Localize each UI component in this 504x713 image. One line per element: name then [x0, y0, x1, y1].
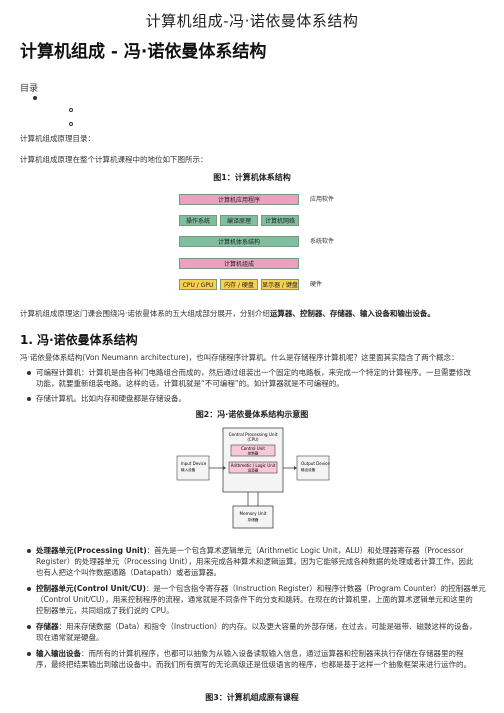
term: 存储器 [36, 622, 59, 631]
figure-1-caption: 图1：计算机体系结构 [213, 173, 291, 182]
system-software-label: 系统软件 [310, 238, 335, 245]
cpu-sub: (CPU) [247, 437, 259, 442]
term: 输入输出设备 [36, 649, 81, 658]
document-title: 计算机组成-冯·诺依曼体系结构 [145, 12, 359, 30]
output-label: Output Device [301, 461, 330, 466]
output-arrowhead [294, 466, 297, 470]
list-item-storage: 存储器：用来存储数据（Data）和指令（Instruction）的内存。以及更大… [27, 621, 486, 643]
apps-box: 计算机应用程序 [179, 194, 299, 205]
cpu-block [222, 427, 284, 493]
list-line: ：而所有的计算机程序，也都可以抽象为从输入设备读取输入信息，通过运算器和控制器来… [81, 649, 464, 658]
toc-bullet[interactable] [33, 96, 37, 100]
hardware-label: 硬件 [310, 281, 323, 288]
memory-unit-block [232, 505, 274, 529]
bullet [27, 371, 31, 375]
term: 处理器单元(Processing Unit) [36, 546, 147, 555]
list-item-processing: 处理器单元(Processing Unit)：首先是一个包含算术逻辑单元（Ari… [27, 545, 486, 578]
list-line: 也有人把这个叫作数据通路（Datapath）或者运算器。 [36, 568, 221, 577]
control-unit-block [230, 444, 276, 457]
cu-label: Control Unit [241, 446, 265, 451]
von-neumann-diagram: Central Processing Unit (CPU) Control Un… [176, 427, 330, 529]
list-line: 现在通常就是硬盘。 [36, 633, 104, 642]
list-line: Register）的处理器单元（Processing Unit），用来完成各种算… [36, 557, 474, 566]
article-heading: 计算机组成 - 冯·诺依曼体系结构 [20, 42, 267, 62]
output-cn: 输出设备 [301, 467, 316, 472]
app-software-label: 应用软件 [310, 196, 335, 203]
list-item: 存储计算机。比如内存和硬盘都是存储设备。 [27, 393, 486, 404]
mem-box: 内存 / 硬盘 [220, 279, 258, 290]
bullet [27, 397, 31, 401]
list-line: ：首先是一个包含算术逻辑单元（Arithmetic Logic Unit，ALU… [146, 546, 464, 555]
list-line: ：是一个包含指令寄存器（Instruction Register）和程序计数器（… [145, 584, 486, 593]
term: 控制器单元(Control Unit/CU) [36, 584, 146, 593]
bullet [27, 625, 31, 629]
intro-line-2: 计算机组成原理在整个计算机课程中的地位如下图所示： [20, 155, 208, 164]
input-device-block [176, 455, 210, 481]
list-item: 可编程计算机：计算机是由各种门电路组合而成的，然后通过组装出一个固定的电路板，来… [27, 367, 486, 389]
input-label: Input Device [181, 461, 207, 466]
bullet [27, 652, 31, 656]
list-line: （Control Unit/CU），用来控制程序的流程，通常就是不同条件下的分支… [36, 595, 473, 604]
alu-block [228, 461, 278, 474]
list-line: 存储计算机。比如内存和硬盘都是存储设备。 [36, 394, 186, 403]
bullet [27, 549, 31, 553]
compiler-box: 编译原理 [220, 215, 258, 226]
list-item-io: 输入输出设备：而所有的计算机程序，也都可以抽象为从输入设备读取输入信息，通过运算… [27, 648, 486, 670]
memory-cn: 存储器 [248, 517, 259, 522]
list-item-control: 控制器单元(Control Unit/CU)：是一个包含指令寄存器（Instru… [27, 583, 486, 616]
network-box: 计算机网络 [261, 215, 299, 226]
output-device-block [296, 455, 330, 481]
arch-box: 计算机体系结构 [179, 236, 299, 247]
cpu-title: Central Processing Unit [229, 432, 278, 437]
alu-cn: 运算器 [248, 468, 259, 473]
memory-label: Memory Unit [240, 511, 267, 516]
figure-2-caption: 图2：冯·诺依曼体系结构示意图 [195, 410, 309, 419]
input-cn: 输入设备 [181, 467, 196, 472]
input-arrowhead [223, 466, 226, 470]
cpu-box: CPU / GPU [179, 279, 217, 290]
toc-subbullet[interactable] [69, 108, 73, 112]
list-line: 控制器单元，共同组成了我们说的 CPU。 [36, 606, 174, 615]
bullet [27, 587, 31, 591]
intro-line-1: 计算机组成原理目录： [20, 134, 95, 143]
list-line: 序，最终把结果输出到输出设备中。而我们所有撰写的无论高级还是低级语言的程序，也都… [36, 660, 471, 669]
summary-text: 计算机组成原理这门课会围绕冯·诺依曼体系的五大组成部分展开，分别介绍 [20, 309, 270, 318]
toc-subbullet[interactable] [69, 122, 73, 126]
list-line: ：用来存储数据（Data）和指令（Instruction）的内存。以及更大容量的… [58, 622, 477, 631]
alu-label: Arithmetic / Logic Unit [231, 463, 276, 468]
architecture-diagram: 计算机应用程序 应用软件 操作系统 编译原理 计算机网络 计算机体系结构 系统软… [170, 188, 370, 290]
os-box: 操作系统 [179, 215, 217, 226]
section-1-heading: 1. 冯·诺依曼体系结构 [20, 333, 138, 347]
org-box: 计算机组成 [179, 258, 299, 269]
summary-paragraph: 计算机组成原理这门课会围绕冯·诺依曼体系的五大组成部分展开，分别介绍运算器、控制… [20, 308, 490, 319]
summary-bold: 运算器、控制器、存储器、输入设备和输出设备。 [269, 309, 435, 318]
section-1-intro: 冯·诺依曼体系结构(Von Neumann architecture)，也叫存储… [20, 353, 459, 362]
toc-label: 目录 [20, 84, 39, 94]
display-box: 显示器 / 键盘 [261, 279, 299, 290]
list-line: 可编程计算机：计算机是由各种门电路组合而成的，然后通过组装出一个固定的电路板，来… [36, 368, 471, 377]
figure-3-caption: 图3：计算机组成原有课程 [205, 693, 299, 702]
list-line: 功能，就要重新组装电路。这样的话，计算机就是“不可编程”的。如计算器就是不可编程… [36, 379, 344, 388]
cu-cn: 控制器 [248, 451, 259, 456]
